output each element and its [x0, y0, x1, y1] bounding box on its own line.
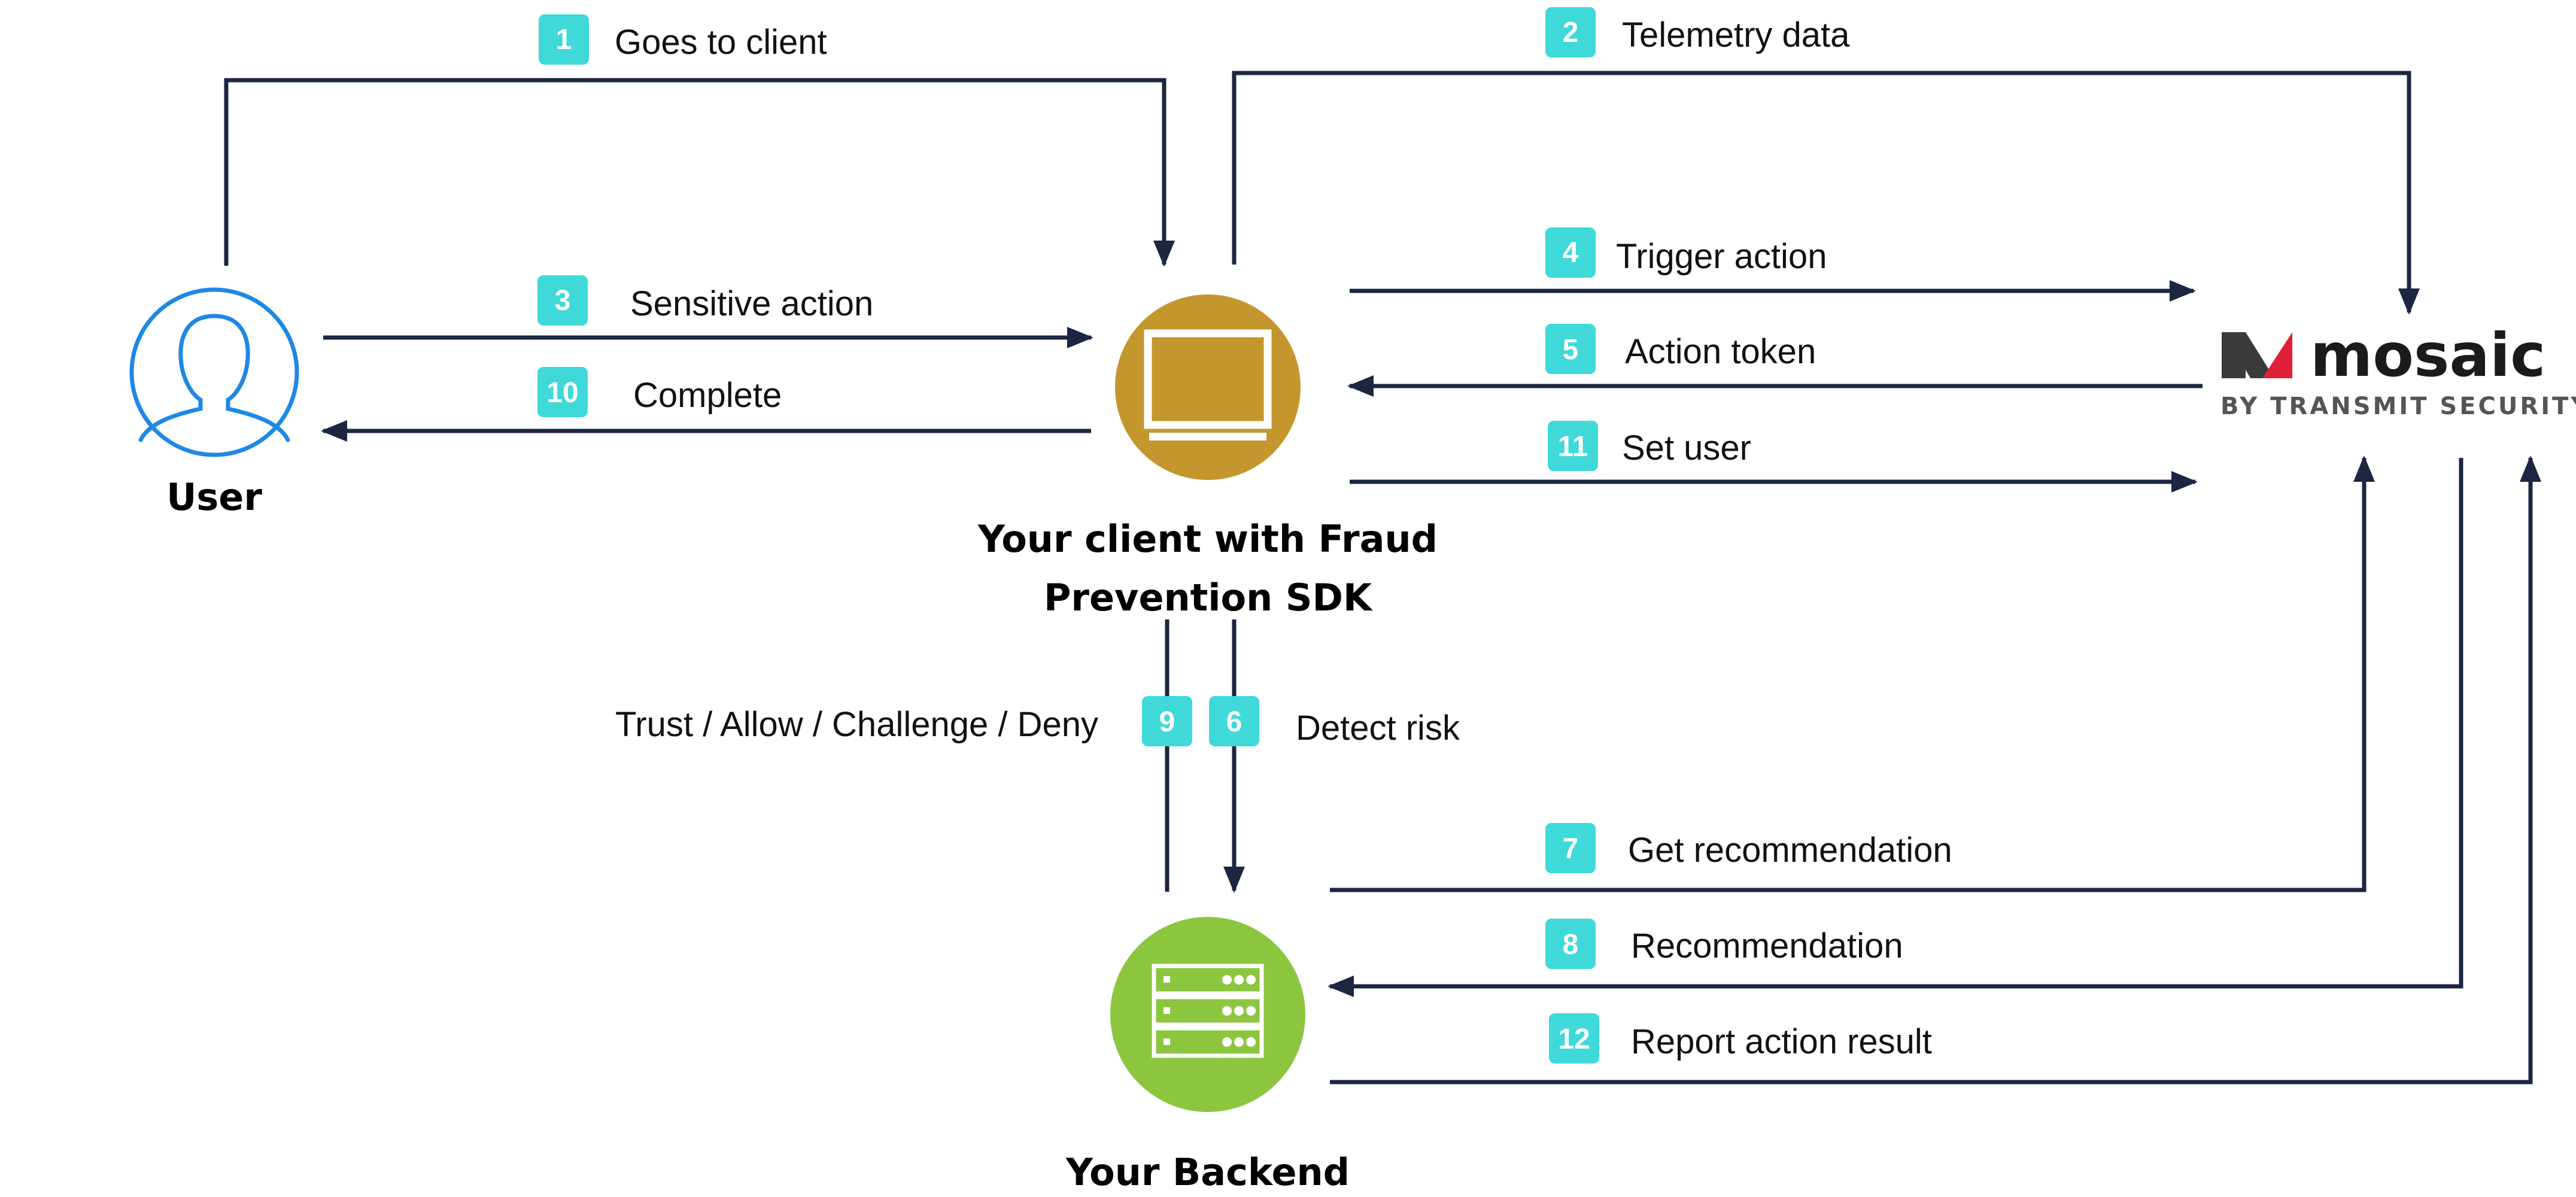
step-badge [539, 14, 589, 65]
step-8: 8 Recommendation [1545, 919, 1903, 969]
step-4: 4 Trigger action [1545, 227, 1827, 278]
mosaic-node: mosaic BY TRANSMIT SECURITY [2220, 320, 2576, 420]
step-3: 3 Sensitive action [537, 275, 873, 326]
mosaic-tagline: BY TRANSMIT SECURITY [2220, 393, 2576, 420]
step-badge [1545, 7, 1596, 57]
step-label: Report action result [1631, 1022, 1932, 1061]
step-badge-number: 4 [1563, 237, 1579, 269]
step-label: Get recommendation [1628, 831, 1952, 870]
user-node: User [129, 287, 299, 519]
step-11: 11 Set user [1548, 421, 1751, 471]
step-5: 5 Action token [1545, 324, 1816, 374]
arrow-step-2 [1232, 71, 2420, 315]
step-label: Goes to client [615, 23, 827, 62]
step-badge [537, 275, 588, 326]
step-label: Detect risk [1296, 709, 1460, 748]
client-label-line2: Prevention SDK [1044, 576, 1373, 619]
client-node: Your client with Fraud Prevention SDK [977, 294, 1438, 619]
step-2: 2 Telemetry data [1545, 7, 1850, 57]
monitor-icon [1115, 294, 1301, 480]
mosaic-brand-name: mosaic [2310, 320, 2545, 390]
step-1: 1 Goes to client [539, 14, 827, 65]
step-badge-number: 1 [556, 24, 572, 56]
arrow-step-7 [1330, 455, 2375, 892]
user-label: User [166, 475, 262, 519]
step-badge [1548, 421, 1598, 471]
step-badge [1142, 696, 1192, 746]
mosaic-logo-icon [2222, 332, 2292, 378]
step-badge [537, 367, 588, 417]
step-badge-number: 7 [1563, 833, 1579, 865]
step-badge [1545, 227, 1596, 278]
step-6: 6 Detect risk [1209, 696, 1460, 748]
step-badge [1545, 324, 1596, 374]
step-badge [1209, 696, 1259, 746]
arrow-step-1 [224, 78, 1175, 267]
step-badge-number: 12 [1558, 1023, 1590, 1055]
step-badge [1549, 1013, 1599, 1064]
step-label: Recommendation [1631, 926, 1903, 965]
step-badge-number: 8 [1563, 929, 1579, 961]
client-label-line1: Your client with Fraud [977, 517, 1438, 561]
step-7: 7 Get recommendation [1545, 823, 1952, 873]
arrow-step-12 [1330, 455, 2541, 1084]
step-label: Complete [633, 376, 782, 415]
server-rack-icon [1110, 917, 1305, 1112]
step-badge-number: 6 [1226, 706, 1243, 738]
backend-label: Your Backend [1065, 1150, 1350, 1194]
step-10: 10 Complete [537, 367, 782, 417]
step-badge-number: 2 [1563, 17, 1579, 48]
user-avatar-icon [129, 287, 299, 457]
step-9: 9 Trust / Allow / Challenge / Deny [615, 696, 1192, 746]
step-label: Trigger action [1616, 237, 1827, 276]
step-label: Trust / Allow / Challenge / Deny [615, 705, 1098, 744]
step-12: 12 Report action result [1549, 1013, 1932, 1064]
step-label: Set user [1622, 429, 1751, 467]
step-badge-number: 10 [546, 377, 578, 409]
step-badge [1545, 919, 1596, 969]
backend-node: Your Backend [1065, 917, 1350, 1194]
step-label: Action token [1625, 332, 1816, 371]
arrow-step-8 [1328, 458, 2463, 997]
step-badge-number: 5 [1563, 334, 1579, 366]
step-label: Telemetry data [1622, 16, 1850, 54]
step-badge-number: 11 [1558, 431, 1588, 463]
step-label: Sensitive action [630, 284, 873, 323]
step-badge-number: 9 [1159, 706, 1175, 738]
step-badge-number: 3 [555, 285, 571, 317]
step-badge [1545, 823, 1596, 873]
